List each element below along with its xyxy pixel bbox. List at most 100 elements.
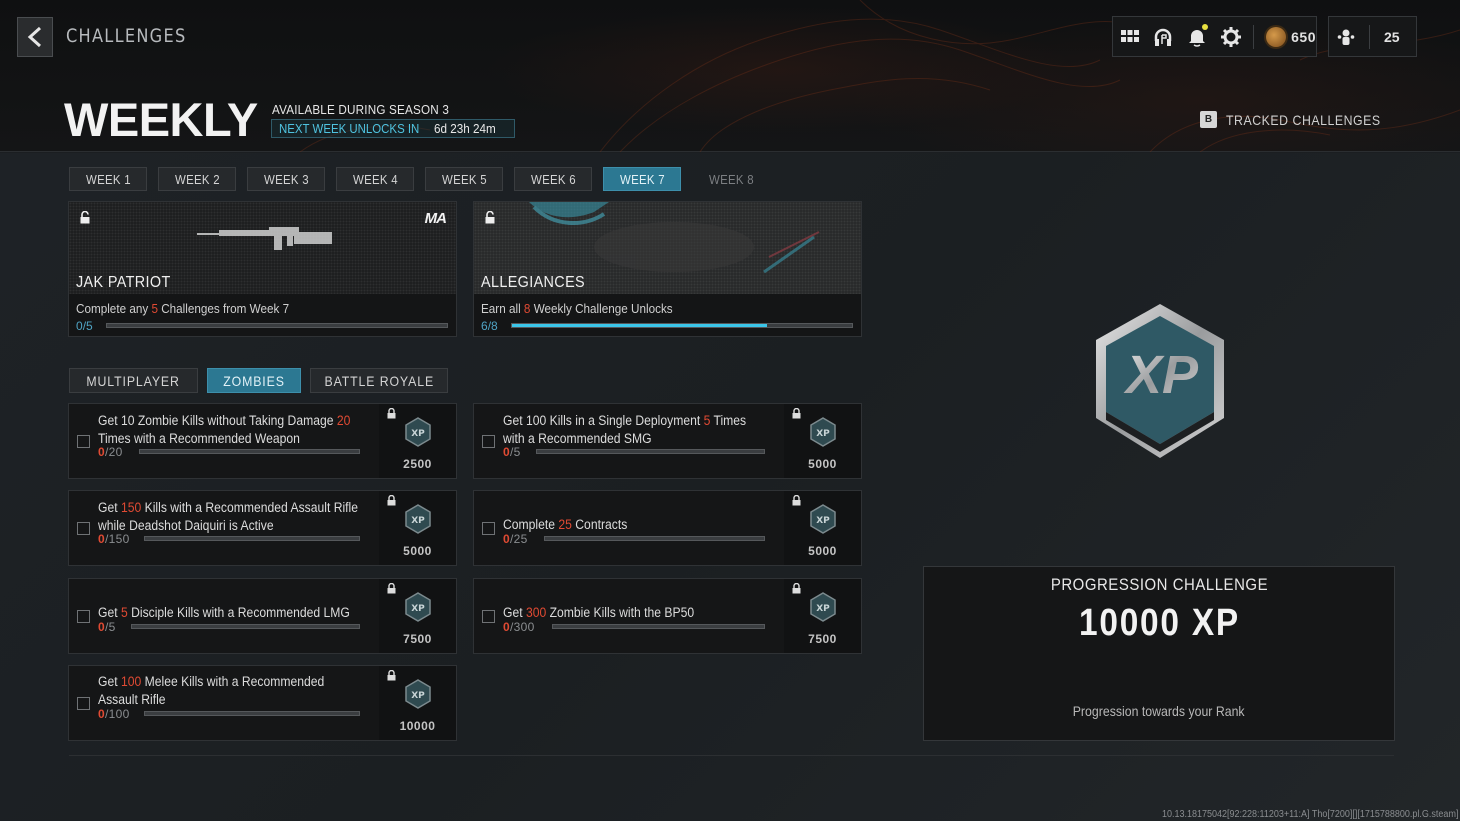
track-checkbox[interactable] [482,610,495,623]
lock-icon [387,408,396,419]
challenge-reward: XP 10000 [379,666,456,740]
track-checkbox[interactable] [77,610,90,623]
progression-challenge-panel: PROGRESSION CHALLENGE 10000 XP Progressi… [923,566,1395,741]
progression-xp-value: 10000 XP [1078,602,1240,644]
tab-week-6[interactable]: WEEK 6 [514,167,592,191]
challenge-description: Get 5 Disciple Kills with a Recommended … [98,605,350,620]
unlock-icon [485,211,495,224]
settings-button[interactable] [1214,17,1248,56]
svg-text:XP: XP [411,429,425,439]
next-week-label: NEXT WEEK UNLOCKS IN [279,121,420,136]
reward-card-jak-patriot[interactable]: MA JAK PATRIOT Complete any 5 Challenges… [68,201,457,337]
challenge-card[interactable]: Get 5 Disciple Kills with a Recommended … [68,578,457,654]
challenge-reward: XP 7500 [379,579,456,653]
xp-badge-icon: XP [405,504,431,534]
progression-subtitle: Progression towards your Rank [1073,703,1245,719]
challenge-progress: 0/20 [98,445,123,459]
weapon-image [69,202,456,294]
back-button[interactable] [17,17,53,57]
headset-icon [1155,28,1172,46]
reward-progress-text: 6/8 [481,319,498,333]
party-widget[interactable]: 25 [1328,16,1417,57]
svg-text:XP: XP [1123,345,1199,405]
tab-zombies[interactable]: ZOMBIES [207,368,301,393]
challenge-card[interactable]: Get 100 Kills in a Single Deployment 5 T… [473,403,862,479]
xp-badge-icon: XP [405,679,431,709]
social-button[interactable] [1147,17,1181,56]
notifications-button[interactable] [1180,17,1214,56]
tab-battle-royale[interactable]: BATTLE ROYALE [310,368,448,393]
track-checkbox[interactable] [482,522,495,535]
track-checkbox[interactable] [77,435,90,448]
svg-text:XP: XP [816,604,830,614]
divider [1253,24,1255,49]
tab-week-4[interactable]: WEEK 4 [336,167,414,191]
brand-logo: MA [424,210,447,227]
reward-progress-bar [511,323,853,328]
challenge-progress-bar [536,449,765,454]
challenge-progress-bar [144,711,360,716]
challenge-description: Get 100 Melee Kills with a Recommended A… [98,674,325,707]
tab-multiplayer[interactable]: MULTIPLAYER [69,368,198,393]
tab-week-3[interactable]: WEEK 3 [247,167,325,191]
lock-icon [387,670,396,681]
tab-week-5[interactable]: WEEK 5 [425,167,503,191]
reward-description: Earn all 8 Weekly Challenge Unlocks [481,301,673,316]
tracked-challenges-button[interactable]: B TRACKED CHALLENGES [1200,111,1402,128]
lock-icon [792,495,801,506]
week-tabs: WEEK 1 WEEK 2 WEEK 3 WEEK 4 WEEK 5 WEEK … [69,167,781,191]
tab-week-1[interactable]: WEEK 1 [69,167,147,191]
challenge-progress: 0/5 [98,620,116,634]
challenge-progress-bar [144,536,360,541]
track-checkbox[interactable] [77,697,90,710]
currency-icon [1264,24,1289,49]
challenge-reward: XP 7500 [784,579,861,653]
party-button[interactable] [1329,17,1363,56]
svg-text:XP: XP [816,516,830,526]
reward-name: JAK PATRIOT [76,274,171,291]
reward-progress-bar [106,323,448,328]
players-icon [1337,29,1355,45]
challenge-progress-bar [139,449,360,454]
xp-badge-icon: XP [810,417,836,447]
challenge-card[interactable]: Get 100 Melee Kills with a Recommended A… [68,665,457,741]
challenge-card[interactable]: Get 300 Zombie Kills with the BP50 0/300… [473,578,862,654]
reward-card-allegiances[interactable]: ALLEGIANCES Earn all 8 Weekly Challenge … [473,201,862,337]
xp-reward-value: 5000 [808,457,837,471]
track-checkbox[interactable] [77,522,90,535]
tab-week-8[interactable]: WEEK 8 [708,171,754,187]
challenge-progress: 0/300 [503,620,535,634]
challenge-progress-bar [552,624,765,629]
lock-icon [387,583,396,594]
xp-reward-value: 5000 [403,544,432,558]
grid-menu-button[interactable] [1113,17,1147,56]
mode-tabs: MULTIPLAYER ZOMBIES BATTLE ROYALE [69,368,457,393]
tab-week-2[interactable]: WEEK 2 [158,167,236,191]
challenge-description: Get 300 Zombie Kills with the BP50 [503,605,695,620]
challenge-progress: 0/100 [98,707,130,721]
tracked-challenges-label: TRACKED CHALLENGES [1226,111,1381,128]
challenge-progress: 0/25 [503,532,528,546]
xp-badge-icon: XP [405,592,431,622]
challenge-card[interactable]: Complete 25 Contracts 0/25 XP 5000 [473,490,862,566]
track-checkbox[interactable] [482,435,495,448]
bell-icon [1188,29,1205,47]
xp-reward-value: 2500 [403,457,432,471]
challenge-description: Get 10 Zombie Kills without Taking Damag… [98,413,351,446]
xp-badge-icon: XP [810,592,836,622]
tab-week-7[interactable]: WEEK 7 [603,167,681,191]
key-b-icon: B [1200,111,1217,128]
xp-badge-icon: XP [810,504,836,534]
challenge-reward: XP 5000 [379,491,456,565]
challenge-reward: XP 5000 [784,404,861,478]
rifle-silhouette-icon [197,227,332,250]
players-count: 25 [1384,28,1400,45]
topographic-pattern [299,0,1460,152]
challenge-reward: XP 5000 [784,491,861,565]
challenge-card[interactable]: Get 150 Kills with a Recommended Assault… [68,490,457,566]
challenge-description: Get 150 Kills with a Recommended Assault… [98,500,359,533]
challenge-description: Complete 25 Contracts [503,517,628,532]
challenge-card[interactable]: Get 10 Zombie Kills without Taking Damag… [68,403,457,479]
unlock-icon [80,211,90,224]
reward-progress-text: 0/5 [76,319,93,333]
